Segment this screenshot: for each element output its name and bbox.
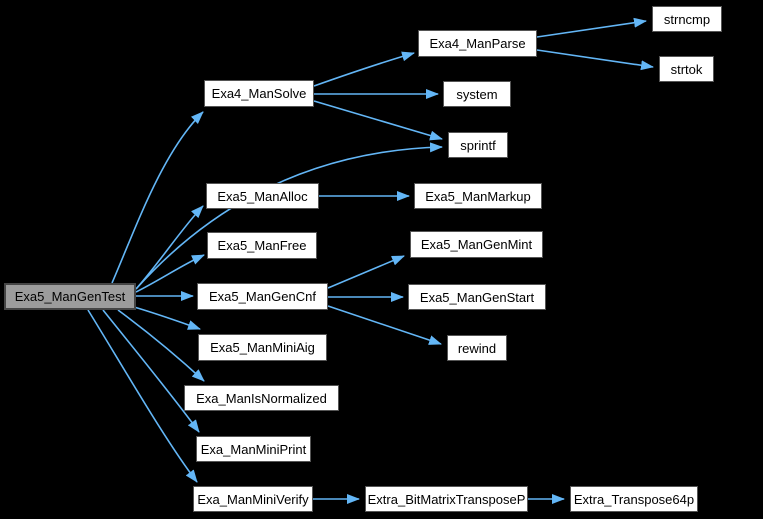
edge-exa5-mangentest-to-exa-manminiprint [102, 309, 200, 433]
edge-exa4-mansolve-to-sprintf [313, 100, 443, 141]
edge-exa4-manparse-to-strncmp [536, 17, 647, 38]
node-strncmp[interactable]: strncmp [652, 6, 722, 32]
node-sprintf[interactable]: sprintf [448, 132, 508, 158]
node-exa5-manmarkup[interactable]: Exa5_ManMarkup [414, 183, 542, 209]
edge-exa5-mangentest-to-exa5-manalloc [135, 205, 204, 290]
node-system[interactable]: system [443, 81, 511, 107]
node-exa-manisnormalized[interactable]: Exa_ManIsNormalized [184, 385, 339, 411]
edge-exa5-mangencnf-to-exa5-mangenmint [327, 255, 405, 289]
edge-exa5-mangentest-to-exa4-mansolve [111, 111, 204, 284]
node-extra-transpose64p[interactable]: Extra_Transpose64p [570, 486, 698, 512]
edges-group [87, 17, 654, 504]
node-extra-bitmatrixtransposep[interactable]: Extra_BitMatrixTransposeP [365, 486, 528, 512]
edge-exa5-mangentest-to-exa5-manminiaig [133, 306, 201, 330]
node-exa4-mansolve[interactable]: Exa4_ManSolve [204, 80, 314, 107]
node-exa4-manparse[interactable]: Exa4_ManParse [418, 30, 537, 57]
edge-exa5-mangentest-to-exa-manisnormalized [117, 309, 205, 382]
edge-exa5-mangencnf-to-rewind [327, 305, 442, 345]
node-exa-manminiverify[interactable]: Exa_ManMiniVerify [193, 486, 313, 512]
edge-exa5-mangentest-to-exa-manminiverify [87, 309, 198, 483]
node-exa-manminiprint[interactable]: Exa_ManMiniPrint [196, 436, 311, 462]
node-exa5-mangenstart[interactable]: Exa5_ManGenStart [408, 284, 546, 310]
edge-exa4-mansolve-to-exa4-manparse [313, 51, 415, 87]
node-rewind[interactable]: rewind [447, 335, 507, 361]
node-exa5-manfree[interactable]: Exa5_ManFree [207, 232, 317, 259]
node-strtok[interactable]: strtok [659, 56, 714, 82]
node-exa5-mangencnf[interactable]: Exa5_ManGenCnf [197, 283, 328, 310]
node-exa5-mangenmint[interactable]: Exa5_ManGenMint [410, 231, 543, 258]
node-exa5-manminiaig[interactable]: Exa5_ManMiniAig [198, 334, 327, 361]
node-exa5-manalloc[interactable]: Exa5_ManAlloc [206, 183, 319, 209]
edge-exa4-manparse-to-strtok [536, 49, 654, 71]
edge-exa5-mangentest-to-sprintf [135, 142, 443, 290]
node-exa5-mangentest: Exa5_ManGenTest [4, 283, 136, 310]
edge-exa5-mangentest-to-exa5-manfree [135, 254, 205, 293]
